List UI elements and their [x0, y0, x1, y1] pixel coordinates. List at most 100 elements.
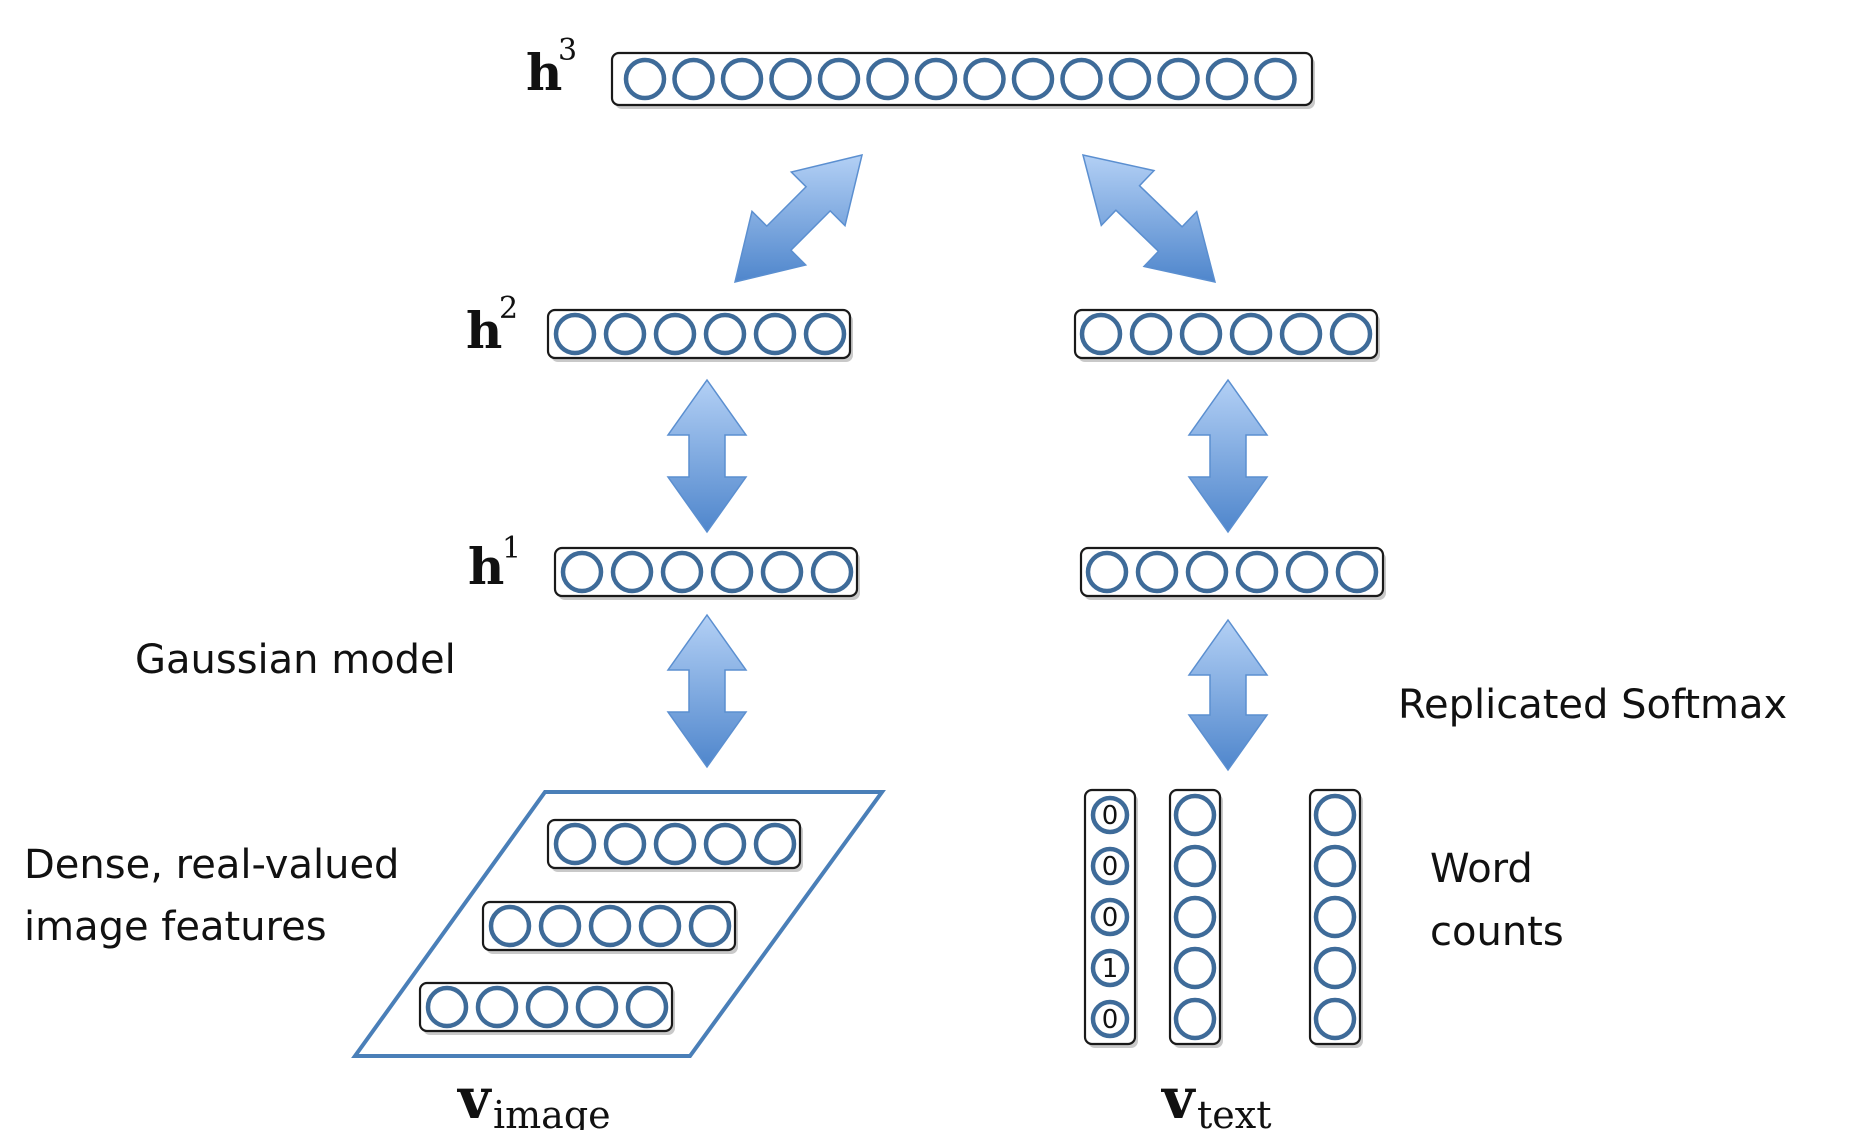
h2-right-layer-unit: [1079, 312, 1123, 356]
word-count-column-3-unit: [1313, 997, 1357, 1041]
image-feature-row-2-unit: [488, 904, 532, 948]
h2-right-layer-unit: [1129, 312, 1173, 356]
h1-right-layer-unit: [1135, 550, 1179, 594]
h3-layer: [610, 51, 1315, 109]
word-count-column-3-unit: [1313, 844, 1357, 888]
h3-layer-unit: [1060, 57, 1103, 101]
image-feature-row-3: [418, 981, 675, 1035]
word-count-column-2-unit: [1173, 946, 1217, 990]
h1-left-layer: [553, 546, 860, 600]
v-text-symbol: v: [1160, 1066, 1196, 1130]
image-feature-row-3-unit: [425, 985, 469, 1029]
word-count-column-2-unit: [1173, 793, 1217, 837]
h3-layer-unit: [1011, 57, 1055, 101]
arrow-h2-h1-right: [1187, 378, 1269, 534]
dense-features-label-line1: Dense, real-valued: [24, 842, 399, 888]
image-feature-row-2-unit: [688, 904, 732, 948]
image-feature-row-3-unit: [575, 985, 619, 1029]
image-feature-row-1-unit: [753, 822, 797, 866]
h1-right-layer-unit: [1235, 550, 1279, 594]
word-count-column-3-unit: [1313, 793, 1357, 837]
h2-left-layer-unit: [603, 312, 647, 356]
word-count-column-2: [1168, 788, 1223, 1048]
word-count-digit: 1: [1102, 954, 1119, 984]
image-feature-row-2-unit: [538, 904, 582, 948]
image-feature-row-3-unit: [525, 985, 569, 1029]
h3-symbol: h: [526, 43, 562, 102]
h2-superscript: 2: [499, 291, 518, 326]
h2-left-layer-unit: [753, 312, 797, 356]
h3-layer-unit: [769, 57, 812, 101]
image-feature-row-2: [481, 900, 738, 954]
h3-superscript: 3: [558, 33, 577, 68]
image-features-plate: [351, 790, 886, 1058]
word-count-column-2-unit: [1173, 997, 1217, 1041]
h2-right-layer-unit: [1279, 312, 1323, 356]
h3-layer-unit: [1108, 57, 1152, 101]
h1-superscript: 1: [502, 531, 521, 566]
word-count-digit: 0: [1102, 852, 1119, 882]
h3-layer-unit: [623, 57, 667, 101]
h2-right-layer-unit: [1329, 312, 1373, 356]
h3-layer-unit: [720, 57, 764, 101]
image-feature-row-1: [546, 818, 803, 872]
arrow-h1-image: [666, 613, 748, 769]
h1-left-layer-unit: [560, 550, 604, 594]
arrow-h1-text: [1187, 618, 1269, 772]
h3-layer-unit: [1205, 57, 1249, 101]
word-count-vector-unit: [1090, 948, 1130, 988]
image-feature-row-1-unit: [703, 822, 747, 866]
h1-right-layer: [1079, 546, 1386, 600]
word-count-column-3: [1308, 788, 1363, 1048]
h1-right-layer-unit: [1085, 550, 1129, 594]
h2-left-layer: [546, 308, 853, 362]
h3-layer-unit: [866, 57, 909, 101]
h2-left-layer-unit: [653, 312, 697, 356]
word-count-digit: 0: [1102, 903, 1119, 933]
h1-left-layer-unit: [610, 550, 654, 594]
h1-right-layer-unit: [1185, 550, 1229, 594]
h3-layer-unit: [1157, 57, 1200, 101]
word-count-column-2-unit: [1173, 895, 1217, 939]
word-counts-label-line1: Word: [1430, 846, 1533, 892]
dense-features-label-line2: image features: [24, 904, 327, 950]
h2-symbol: h: [466, 301, 502, 360]
h3-layer-unit: [914, 57, 958, 101]
image-feature-row-2-unit: [638, 904, 682, 948]
h2-left-layer-unit: [553, 312, 597, 356]
word-count-vector-unit: [1090, 795, 1130, 835]
h2-left-layer-unit: [703, 312, 747, 356]
image-feature-row-1-unit: [553, 822, 597, 866]
arrow-h3-h2-right: [1081, 154, 1217, 283]
image-feature-row-3-unit: [475, 985, 519, 1029]
h1-left-layer-unit: [710, 550, 754, 594]
connection-arrows: [666, 153, 1269, 772]
h3-layer-unit: [817, 57, 861, 101]
h1-symbol: h: [468, 537, 504, 596]
image-feature-row-1-unit: [603, 822, 647, 866]
v-image-symbol: v: [456, 1066, 492, 1130]
word-count-vector-unit: [1090, 999, 1130, 1039]
word-count-digit: 0: [1102, 801, 1119, 831]
h1-left-layer-unit: [660, 550, 704, 594]
h2-right-layer: [1073, 308, 1380, 362]
word-count-column-3-unit: [1313, 946, 1357, 990]
h2-left-layer-unit: [803, 312, 847, 356]
word-counts-label-line2: counts: [1430, 909, 1564, 955]
h1-left-layer-unit: [810, 550, 854, 594]
image-feature-row-1-unit: [653, 822, 697, 866]
arrow-h2-h1-left: [666, 378, 748, 534]
image-feature-row-2-unit: [588, 904, 632, 948]
h1-right-layer-unit: [1285, 550, 1329, 594]
h3-layer-unit: [1254, 57, 1297, 101]
image-feature-row-3-unit: [625, 985, 669, 1029]
word-count-column-3-unit: [1313, 895, 1357, 939]
h1-right-layer-unit: [1335, 550, 1379, 594]
v-text-subscript: text: [1197, 1093, 1271, 1130]
v-image-subscript: image: [493, 1093, 611, 1130]
word-count-vector-unit: [1090, 897, 1130, 937]
